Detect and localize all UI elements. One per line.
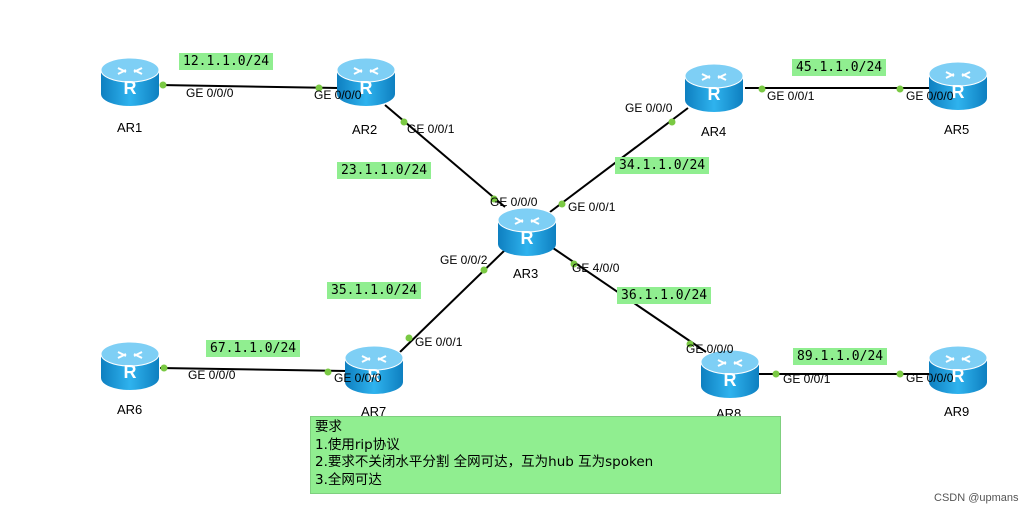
router-letter: R — [124, 362, 137, 382]
port-dots — [159, 81, 904, 378]
router-label-ar7: AR7 — [361, 404, 387, 419]
requirements-title: 要求 — [315, 419, 342, 435]
subnet-label-67: 67.1.1.0/24 — [206, 340, 301, 357]
port-label-ar3-g000: GE 0/0/0 — [490, 195, 538, 209]
subnet-label-12: 12.1.1.0/24 — [179, 53, 274, 70]
watermark-credit: CSDN @upmans — [934, 492, 1019, 504]
link-ar1-ar2 — [159, 84, 339, 89]
requirement-line-2: 2.要求不关闭水平分割 全网可达，互为hub 互为spoken — [315, 454, 654, 470]
router-label-ar1: AR1 — [117, 120, 143, 135]
router-letter: R — [368, 366, 381, 386]
port-label-ar7-g001: GE 0/0/1 — [415, 335, 463, 349]
subnet-label-23: 23.1.1.0/24 — [337, 162, 432, 179]
router-icon-ar6[interactable]: R — [100, 341, 160, 390]
port-label-ar1-g000: GE 0/0/0 — [186, 86, 234, 100]
router-icon-ar7[interactable]: R — [344, 345, 404, 394]
router-letter: R — [708, 84, 721, 104]
router-label-ar2: AR2 — [352, 122, 378, 137]
router-label-ar5: AR5 — [944, 122, 970, 137]
router-label-ar3: AR3 — [513, 266, 539, 281]
router-label-ar6: AR6 — [117, 402, 143, 417]
port-label-ar6-g000: GE 0/0/0 — [188, 368, 236, 382]
port-label-ar4-g001: GE 0/0/1 — [767, 89, 815, 103]
port-label-ar5-g000: GE 0/0/0 — [906, 89, 954, 103]
port-label-ar3-g001: GE 0/0/1 — [568, 200, 616, 214]
router-label-ar9: AR9 — [944, 404, 970, 419]
router-icon-ar8[interactable]: R — [700, 349, 760, 398]
router-letter: R — [952, 366, 965, 386]
port-label-ar8-g000: GE 0/0/0 — [686, 342, 734, 356]
port-label-ar3-g002: GE 0/0/2 — [440, 253, 488, 267]
router-icon-ar4[interactable]: R — [684, 63, 744, 112]
router-icon-ar3[interactable]: R — [497, 207, 557, 256]
subnet-label-35: 35.1.1.0/24 — [327, 282, 422, 299]
router-letter: R — [124, 78, 137, 98]
requirement-line-1: 1.使用rip协议 — [315, 436, 400, 453]
router-letter: R — [952, 82, 965, 102]
port-label-ar8-g001: GE 0/0/1 — [783, 372, 831, 386]
port-label-ar2-g000: GE 0/0/0 — [314, 88, 362, 102]
router-icon-ar1[interactable]: R — [100, 57, 160, 106]
link-ar6-ar7 — [159, 367, 347, 372]
port-label-ar3-g400: GE 4/0/0 — [572, 261, 620, 275]
router-letter: R — [360, 78, 373, 98]
router-label-ar4: AR4 — [701, 124, 727, 139]
subnet-label-34: 34.1.1.0/24 — [615, 157, 710, 174]
router-icon-ar5[interactable]: R — [928, 61, 988, 110]
link-ar3-ar7 — [399, 249, 506, 353]
port-label-ar2-g001: GE 0/0/1 — [407, 122, 455, 136]
subnet-label-89: 89.1.1.0/24 — [793, 348, 888, 365]
subnet-label-36: 36.1.1.0/24 — [617, 287, 712, 304]
router-icon-ar9[interactable]: R — [928, 345, 988, 394]
port-label-ar4-g000: GE 0/0/0 — [625, 101, 673, 115]
router-icon-ar2[interactable]: R — [336, 57, 396, 106]
requirement-line-3: 3.全网可达 — [315, 471, 382, 488]
router-letter: R — [521, 228, 534, 248]
requirements-box: 要求 1.使用rip协议 2.要求不关闭水平分割 全网可达，互为hub 互为sp… — [310, 416, 781, 494]
subnet-label-45: 45.1.1.0/24 — [792, 59, 887, 76]
port-label-ar7-g000: GE 0/0/0 — [334, 371, 382, 385]
router-letter: R — [724, 370, 737, 390]
port-label-ar9-g000: GE 0/0/0 — [906, 371, 954, 385]
